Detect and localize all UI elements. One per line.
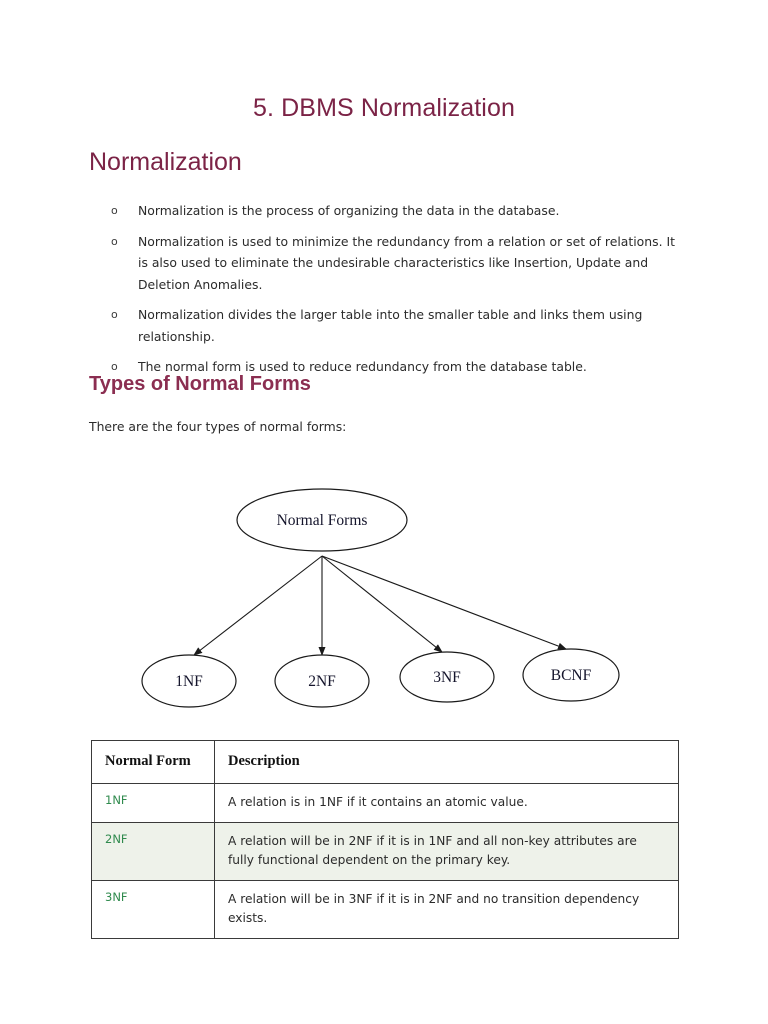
bullet-circle-icon: o — [111, 204, 118, 217]
arrow-to-3nf — [321, 555, 443, 653]
list-item: o Normalization is the process of organi… — [108, 200, 683, 222]
normal-forms-table: Normal Form Description 1NF A relation i… — [91, 740, 679, 939]
subsection-heading-types-of-normal-forms: Types of Normal Forms — [89, 373, 311, 395]
section-heading-normalization: Normalization — [89, 148, 242, 176]
diagram-node-label: Normal Forms — [277, 512, 368, 529]
list-item-text: The normal form is used to reduce redund… — [138, 359, 587, 374]
list-item: o Normalization divides the larger table… — [108, 304, 683, 347]
cell-normal-form: 2NF — [91, 822, 215, 881]
bullet-circle-icon: o — [111, 360, 118, 373]
cell-description: A relation will be in 2NF if it is in 1N… — [214, 822, 679, 881]
normalization-bullet-list: o Normalization is the process of organi… — [108, 200, 683, 387]
table-row: 1NF A relation is in 1NF if it contains … — [91, 783, 679, 823]
bullet-circle-icon: o — [111, 234, 118, 248]
arrow-to-bcnf — [321, 555, 567, 650]
diagram-node-3nf: 3NF — [399, 651, 495, 703]
arrow-to-1nf — [193, 555, 323, 656]
cell-normal-form: 1NF — [91, 783, 215, 823]
diagram-node-bcnf: BCNF — [522, 648, 620, 702]
cell-description: A relation is in 1NF if it contains an a… — [214, 783, 679, 823]
diagram-node-1nf: 1NF — [141, 654, 237, 708]
diagram-node-label: 1NF — [175, 673, 203, 690]
table-row: 2NF A relation will be in 2NF if it is i… — [91, 822, 679, 881]
diagram-node-label: BCNF — [551, 667, 592, 684]
list-item: o The normal form is used to reduce redu… — [108, 356, 683, 378]
diagram-node-label: 3NF — [433, 669, 461, 686]
list-item-text: Normalization is the process of organizi… — [138, 203, 560, 218]
diagram-node-label: 2NF — [308, 673, 336, 690]
cell-normal-form: 3NF — [91, 880, 215, 939]
column-header-normal-form: Normal Form — [91, 740, 215, 784]
normal-forms-diagram: Normal Forms 1NF 2NF 3NF BCNF — [120, 470, 660, 720]
table-row: 3NF A relation will be in 3NF if it is i… — [91, 880, 679, 939]
bullet-circle-icon: o — [111, 308, 118, 321]
column-header-description: Description — [214, 740, 679, 784]
diagram-node-2nf: 2NF — [274, 654, 370, 708]
table-header-row: Normal Form Description — [91, 740, 679, 784]
list-item: o Normalization is used to minimize the … — [108, 231, 683, 296]
cell-description: A relation will be in 3NF if it is in 2N… — [214, 880, 679, 939]
list-item-text: Normalization is used to minimize the re… — [138, 233, 675, 292]
intro-paragraph: There are the four types of normal forms… — [89, 419, 347, 434]
diagram-node-normal-forms: Normal Forms — [236, 488, 408, 552]
list-item-text: Normalization divides the larger table i… — [138, 307, 643, 344]
page-title: 5. DBMS Normalization — [253, 94, 515, 122]
